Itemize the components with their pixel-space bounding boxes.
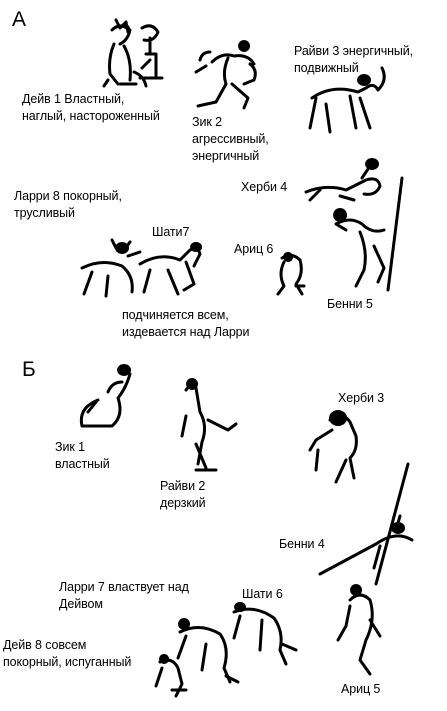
label-b-larri: Ларри 7 властвует над Дейвом (59, 580, 189, 611)
section-label-b: Б (22, 358, 36, 381)
monkey-b-benni (318, 462, 414, 586)
label-a-raivi: Райви 3 энергичный, подвижный (294, 44, 414, 75)
monkey-a-arits (276, 252, 306, 296)
label-a-note: подчиняется всем, издевается над Ларри (122, 308, 250, 339)
label-a-zik: Зик 2 агрессивный, энергичный (192, 115, 269, 163)
label-b-benni: Бенни 4 (279, 537, 325, 551)
label-a-herbi: Херби 4 (241, 180, 288, 194)
monkey-b-deiv (154, 654, 188, 698)
monkey-b-zik (79, 364, 132, 428)
monkey-b-herbi (308, 410, 358, 484)
monkey-a-herbi (304, 158, 382, 202)
monkey-a-deiv (102, 18, 164, 88)
label-b-deiv: Дейв 8 совсем покорный, испуганный (3, 638, 132, 669)
label-b-zik: Зик 1 властный (55, 440, 110, 471)
monkey-a-benni (333, 176, 404, 292)
label-a-benni: Бенни 5 (327, 297, 373, 311)
label-b-shati: Шати 6 (242, 587, 283, 601)
monkey-b-arits (336, 584, 382, 676)
label-a-arits: Ариц 6 (234, 242, 274, 256)
label-b-herbi: Херби 3 (338, 391, 385, 405)
label-a-shati: Шати7 (152, 225, 190, 239)
label-b-raivi: Райви 2 дерзкий (160, 479, 206, 510)
monkey-a-raivi (308, 66, 386, 134)
label-b-arits: Ариц 5 (341, 682, 381, 696)
monkey-b-shati (232, 602, 298, 666)
monkey-a-zik (194, 40, 257, 110)
label-a-deiv: Дейв 1 Властный, наглый, настороженный (22, 92, 160, 123)
label-a-larri: Ларри 8 покорный, трусливый (14, 189, 122, 220)
monkey-a-larri-shati (80, 238, 203, 298)
monkey-b-raivi (180, 378, 238, 472)
monkey-b-larri (176, 618, 240, 684)
section-label-a: А (12, 8, 27, 31)
